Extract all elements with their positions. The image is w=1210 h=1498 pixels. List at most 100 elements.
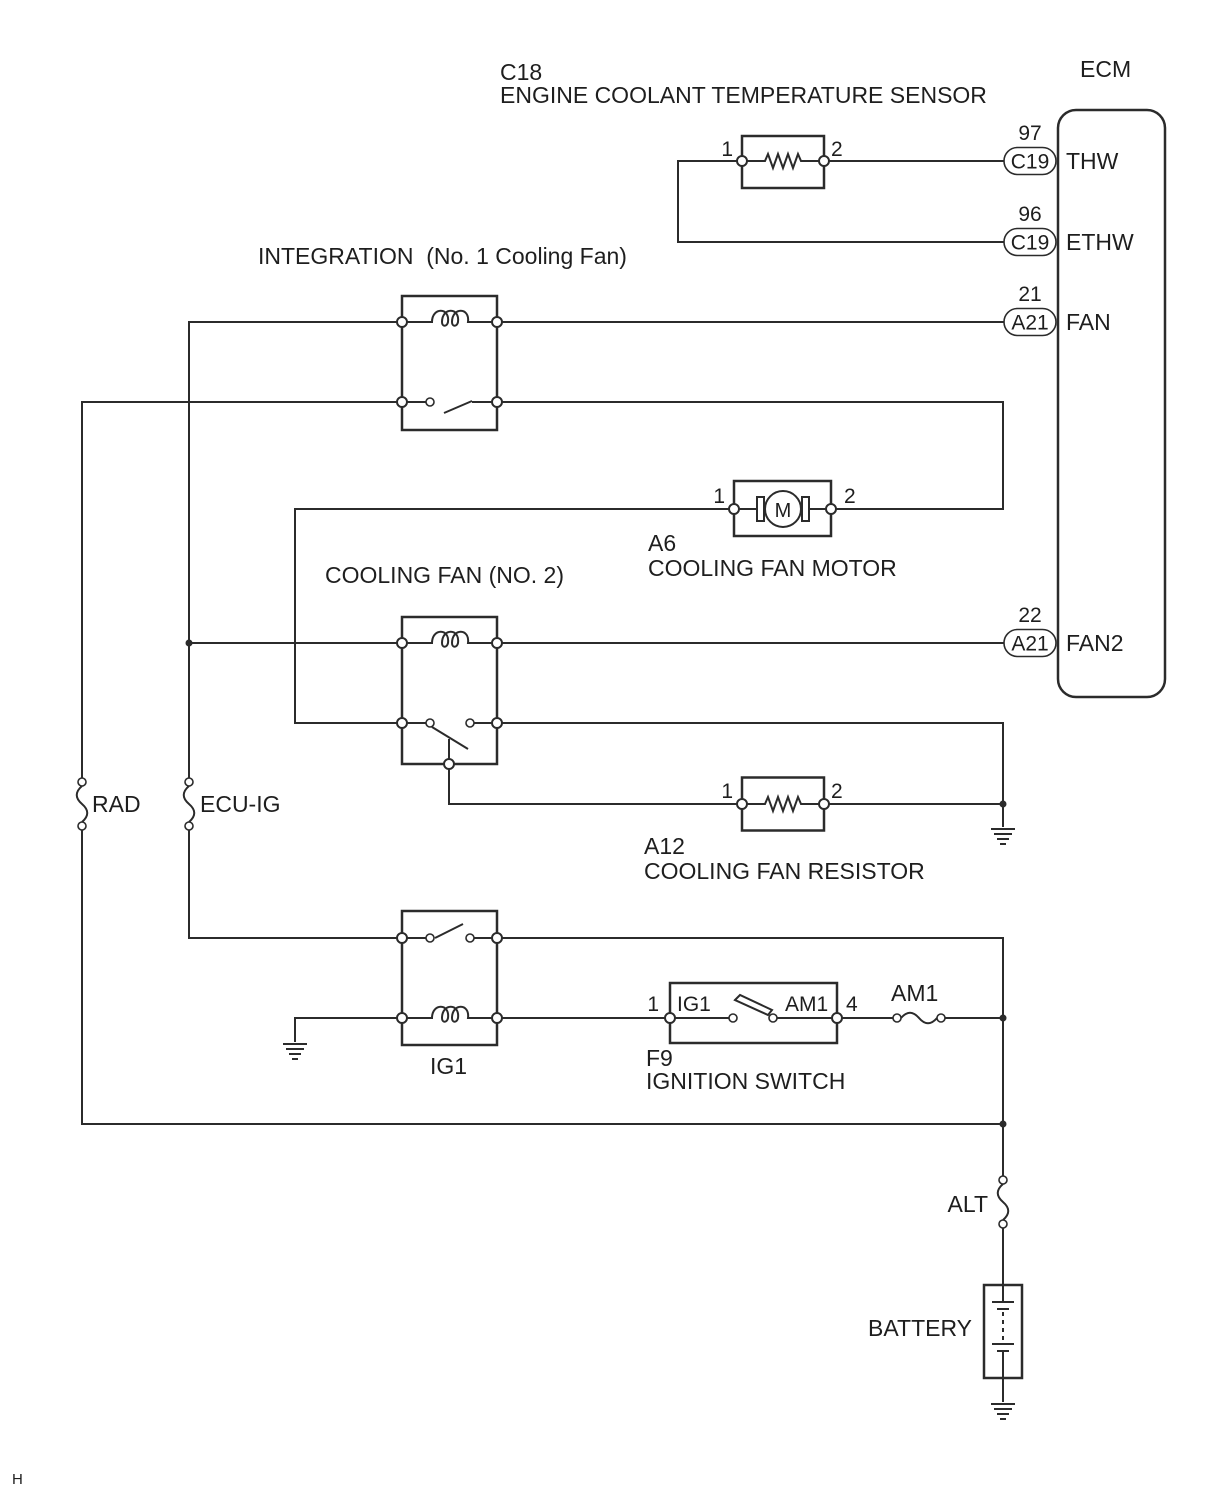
terminal bbox=[396, 717, 408, 729]
wire-rad-upper bbox=[81, 401, 397, 778]
ecm: ECM 97 C19 THW 96 C19 ETHW 21 A21 FAN 22… bbox=[1003, 56, 1167, 699]
wire-ig1-coil-ground bbox=[294, 1017, 397, 1042]
connector-badge bbox=[1003, 628, 1057, 658]
connector-badge bbox=[1003, 146, 1057, 176]
pin-name: ETHW bbox=[1066, 229, 1134, 255]
terminal bbox=[491, 396, 503, 408]
contact-point bbox=[728, 1013, 738, 1023]
fuse-icon bbox=[182, 785, 196, 823]
terminal bbox=[396, 316, 408, 328]
fuse-terminal bbox=[184, 777, 194, 787]
ig1-relay: IG1 bbox=[396, 909, 503, 1079]
switch-contact-icon bbox=[407, 722, 492, 759]
ground-icon bbox=[991, 1403, 1015, 1420]
wire-ethw bbox=[677, 160, 1004, 243]
connector-code: C19 bbox=[1011, 151, 1050, 174]
cooling-fan-2-relay: COOLING FAN (NO. 2) bbox=[325, 562, 564, 770]
terminal-number: 2 bbox=[844, 485, 856, 508]
fuse-terminal bbox=[998, 1219, 1008, 1229]
terminal bbox=[736, 798, 748, 810]
terminal-number: 2 bbox=[831, 780, 843, 803]
battery-icon bbox=[992, 1285, 1014, 1378]
fuse-ecu-ig: ECU-IG bbox=[182, 777, 281, 831]
terminal bbox=[664, 1012, 676, 1024]
junction-dot bbox=[185, 639, 193, 647]
fuse-terminal bbox=[77, 777, 87, 787]
terminal bbox=[491, 717, 503, 729]
terminal-number: 1 bbox=[713, 485, 725, 508]
component-code: A6 bbox=[648, 530, 676, 556]
relay-label: IG1 bbox=[430, 1053, 467, 1079]
connector-code: A21 bbox=[1011, 312, 1048, 335]
ecm-pin-thw: 97 C19 THW bbox=[1003, 122, 1119, 176]
fuse-icon bbox=[996, 1183, 1010, 1221]
resistor-icon bbox=[747, 794, 819, 814]
contact-point bbox=[465, 718, 475, 728]
switch-lever-icon bbox=[733, 993, 774, 1017]
battery: BATTERY bbox=[868, 1283, 1024, 1380]
wire-ecu-ig-to-ig1-relay bbox=[188, 830, 397, 939]
terminal bbox=[396, 396, 408, 408]
contact-point bbox=[425, 933, 435, 943]
contact-point bbox=[768, 1013, 778, 1023]
contact-point bbox=[425, 718, 435, 728]
terminal bbox=[396, 932, 408, 944]
motor-symbol: M bbox=[775, 500, 792, 522]
pin-number: 21 bbox=[1018, 283, 1041, 306]
terminal bbox=[443, 758, 455, 770]
coil-icon bbox=[407, 309, 492, 327]
fuse-terminal bbox=[184, 821, 194, 831]
connector-code: A21 bbox=[1011, 633, 1048, 656]
pin-number: 96 bbox=[1018, 203, 1041, 226]
ignition-switch: 1 IG1 AM1 4 F9 IGNITION SWITCH bbox=[646, 981, 858, 1094]
terminal bbox=[491, 637, 503, 649]
fuse-label: ECU-IG bbox=[200, 791, 281, 817]
ecm-pin-fan2: 22 A21 FAN2 bbox=[1003, 604, 1124, 658]
integration-relay: INTEGRATION (No. 1 Cooling Fan) bbox=[258, 243, 627, 432]
pin-name: FAN2 bbox=[1066, 630, 1124, 656]
wire-rad-lower bbox=[81, 830, 1003, 1125]
component-name: COOLING FAN MOTOR bbox=[648, 555, 897, 581]
wire-relay2-to-resistor bbox=[448, 769, 737, 805]
terminal-number: 1 bbox=[647, 993, 659, 1016]
ecm-body bbox=[1056, 108, 1167, 699]
coil-icon bbox=[407, 630, 492, 648]
terminal bbox=[491, 316, 503, 328]
ecm-pin-fan: 21 A21 FAN bbox=[1003, 283, 1111, 337]
contact-label: AM1 bbox=[785, 993, 828, 1016]
relay-label: INTEGRATION (No. 1 Cooling Fan) bbox=[258, 243, 627, 269]
resistor-icon bbox=[747, 151, 819, 171]
fuse-terminal bbox=[936, 1013, 946, 1023]
fuse-label: AM1 bbox=[891, 980, 938, 1006]
wire-relay1-to-motor bbox=[502, 401, 1004, 510]
contact-label: IG1 bbox=[677, 993, 711, 1016]
pin-number: 22 bbox=[1018, 604, 1041, 627]
junction-dot bbox=[999, 1014, 1007, 1022]
fuse-terminal bbox=[77, 821, 87, 831]
ecm-label: ECM bbox=[1080, 56, 1131, 82]
coolant-temperature-sensor: C18 ENGINE COOLANT TEMPERATURE SENSOR 1 … bbox=[500, 59, 987, 190]
connector-code: C19 bbox=[1011, 232, 1050, 255]
fuse-am1: AM1 bbox=[891, 980, 946, 1025]
terminal-number: 4 bbox=[846, 993, 858, 1016]
junctions bbox=[185, 639, 1007, 1128]
ground-icon bbox=[283, 1043, 307, 1060]
component-code: A12 bbox=[644, 833, 685, 859]
terminal bbox=[825, 503, 837, 515]
terminal-number: 2 bbox=[831, 138, 843, 161]
component-name: ENGINE COOLANT TEMPERATURE SENSOR bbox=[500, 82, 987, 108]
relay-body bbox=[400, 909, 499, 1047]
wire-ig1-switch-bus bbox=[502, 937, 1004, 1176]
terminal bbox=[818, 155, 830, 167]
switch-contact-icon bbox=[407, 400, 492, 414]
ecm-pin-ethw: 96 C19 ETHW bbox=[1003, 203, 1134, 257]
junction-dot bbox=[999, 800, 1007, 808]
relay-label: COOLING FAN (NO. 2) bbox=[325, 562, 564, 588]
terminal bbox=[736, 155, 748, 167]
coil-icon bbox=[407, 1005, 492, 1023]
cooling-fan-resistor: 1 2 A12 COOLING FAN RESISTOR bbox=[644, 776, 925, 884]
pin-name: THW bbox=[1066, 148, 1119, 174]
motor-icon bbox=[764, 490, 802, 528]
fuse-alt: ALT bbox=[948, 1175, 1010, 1229]
terminal-number: 1 bbox=[721, 138, 733, 161]
